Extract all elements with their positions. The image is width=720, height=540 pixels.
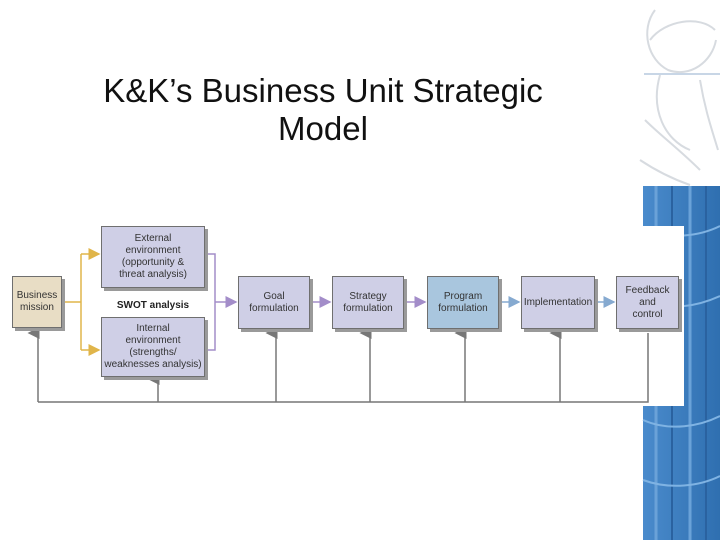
external-environment-box[interactable]: External environment (opportunity & thre… — [101, 226, 205, 288]
slide-title: K&K’s Business Unit Strategic Model — [40, 72, 606, 148]
swot-analysis-label: SWOT analysis — [116, 299, 190, 311]
title-line-1: K&K’s Business Unit Strategic — [103, 72, 543, 109]
strategy-formulation-box[interactable]: Strategy formulation — [332, 276, 404, 329]
title-line-2: Model — [278, 110, 368, 147]
internal-environment-box[interactable]: Internal environment (strengths/ weaknes… — [101, 317, 205, 377]
implementation-box[interactable]: Implementation — [521, 276, 595, 329]
goal-formulation-box[interactable]: Goal formulation — [238, 276, 310, 329]
statue-sketch-art — [639, 9, 719, 186]
program-formulation-box[interactable]: Program formulation — [427, 276, 499, 329]
feedback-and-control-box[interactable]: Feedback and control — [616, 276, 679, 329]
business-mission-box[interactable]: Business mission — [12, 276, 62, 328]
